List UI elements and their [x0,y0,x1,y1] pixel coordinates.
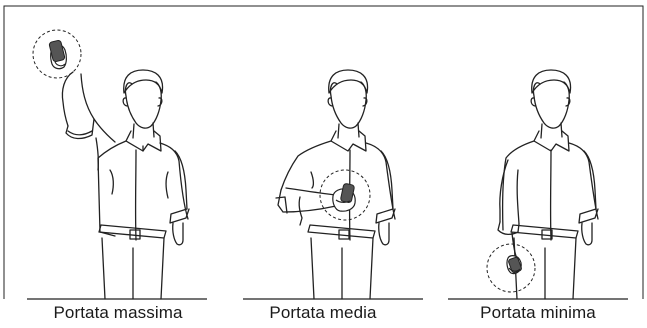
caption-max-range: Portata massima [18,303,218,323]
remote-hand-min [507,256,522,274]
remote-hand-max [49,40,67,69]
caption-mid-range: Portata media [223,303,423,323]
caption-min-range: Portata minima [438,303,638,323]
figure-mid-range [276,70,395,299]
figure-max-range [62,70,189,299]
figure-border [4,6,643,299]
remote-hand-mid [333,183,355,211]
